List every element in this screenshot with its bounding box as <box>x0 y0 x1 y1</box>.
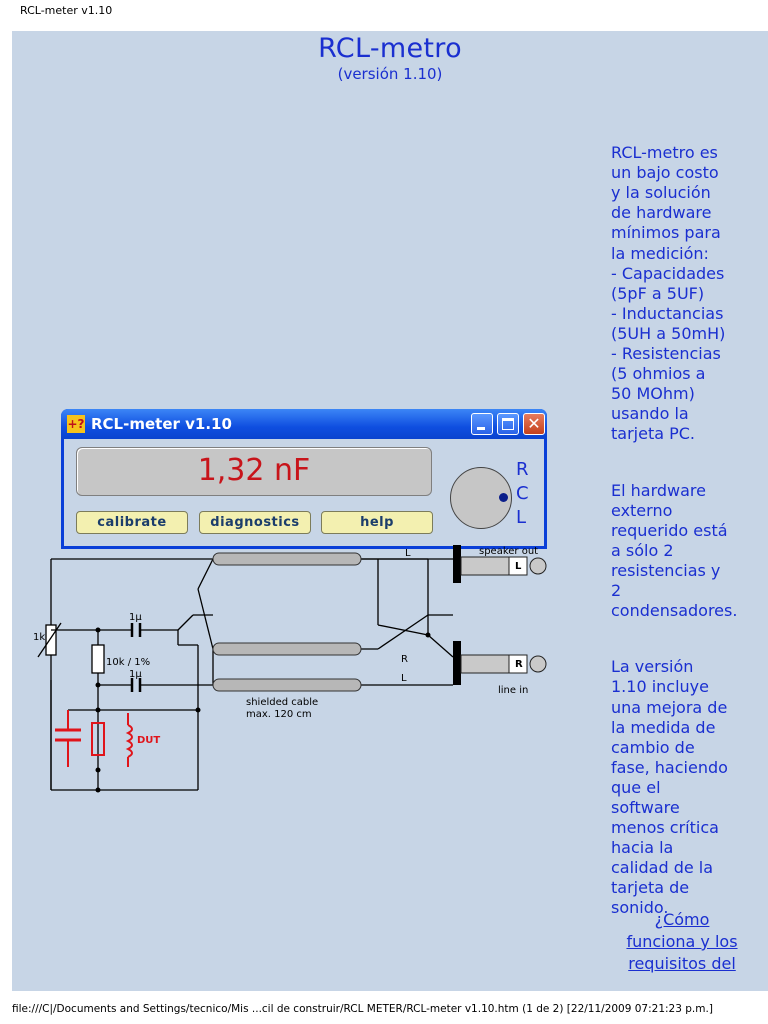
description-column: RCL-metro es un bajo costo y la solución… <box>611 123 761 955</box>
calibrate-button[interactable]: calibrate <box>76 511 188 534</box>
wire-r-label: R <box>401 654 408 665</box>
diagnostics-button[interactable]: diagnostics <box>199 511 311 534</box>
close-button[interactable]: ✕ <box>523 413 545 435</box>
c1-label: 1µ <box>129 612 142 623</box>
measurement-value: 1,32 nF <box>197 453 311 488</box>
mode-label-r[interactable]: R <box>516 459 529 480</box>
dut-components <box>55 710 133 767</box>
app-window-screenshot: +? RCL-meter v1.10 ✕ 1,32 nF calibrate d… <box>61 409 547 549</box>
how-it-works-link[interactable]: ¿Cómo funciona y los requisitos del <box>626 910 738 973</box>
r2-label: 10k / 1% <box>106 657 150 668</box>
wire-l-label-2: L <box>401 673 407 684</box>
wire-l-label-1: L <box>405 548 411 559</box>
circuit-diagram: 1k 1µ 10k / 1% 1µ DUT shielded cable max… <box>33 545 547 793</box>
cable-length-label: max. 120 cm <box>246 709 312 720</box>
dut-label: DUT <box>137 735 160 746</box>
window-client-area: 1,32 nF calibrate diagnostics help R C L <box>64 439 544 546</box>
close-icon: ✕ <box>527 414 541 433</box>
window-titlebar: +? RCL-meter v1.10 ✕ <box>61 409 547 439</box>
page-subtitle: (versión 1.10) <box>337 65 443 83</box>
line-in-label: line in <box>498 685 528 696</box>
mode-label-c[interactable]: C <box>516 483 529 504</box>
speaker-out-label: speaker out <box>479 546 538 557</box>
speaker-jack <box>453 545 547 583</box>
line-in-jack <box>453 641 547 685</box>
description-paragraph: RCL-metro es un bajo costo y la solución… <box>611 143 726 444</box>
maximize-icon <box>502 418 514 430</box>
description-paragraph: La versión 1.10 incluye una mejora de la… <box>611 657 728 918</box>
mode-label-l[interactable]: L <box>516 507 527 528</box>
minimize-icon <box>477 427 485 430</box>
print-footer: file:///C|/Documents and Settings/tecnic… <box>12 1003 713 1015</box>
c2-label: 1µ <box>129 669 142 680</box>
jack-l-label: L <box>515 561 522 572</box>
r1-label: 1k <box>33 632 45 643</box>
shielded-cables <box>212 552 362 692</box>
window-title: RCL-meter v1.10 <box>91 415 232 433</box>
jack-r-label: R <box>515 659 523 670</box>
print-header: RCL-meter v1.10 <box>20 4 113 17</box>
help-button[interactable]: help <box>321 511 433 534</box>
app-icon: +? <box>67 415 85 433</box>
minimize-button[interactable] <box>471 413 493 435</box>
maximize-button[interactable] <box>497 413 519 435</box>
mode-selector-knob[interactable] <box>450 467 512 529</box>
description-paragraph: El hardware externo requerido está a sól… <box>611 480 738 621</box>
cable-label: shielded cable <box>246 697 318 708</box>
knob-indicator-dot <box>499 493 508 502</box>
page-title: RCL-metro <box>318 33 462 64</box>
measurement-display: 1,32 nF <box>76 447 432 496</box>
content-panel: RCL-metro (versión 1.10) RCL-metro es un… <box>12 31 768 991</box>
